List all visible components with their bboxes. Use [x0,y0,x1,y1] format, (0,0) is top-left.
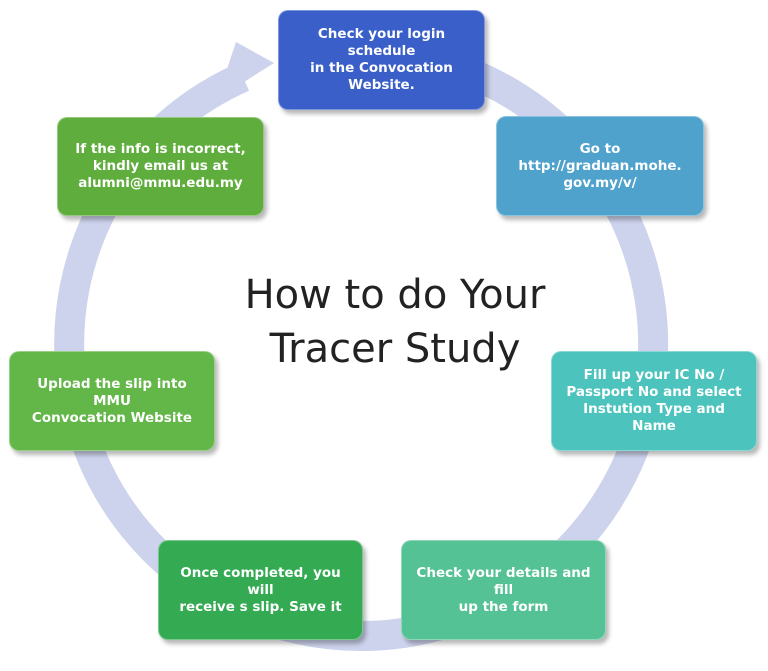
title-line-1: How to do Your [244,272,546,318]
step-1-text: Check your login schedule in the Convoca… [310,26,453,93]
step-4-box: Check your details and fill up the form [401,540,606,640]
title-line-2: Tracer Study [269,326,521,372]
step-6-box: Upload the slip into MMU Convocation Web… [9,351,215,451]
step-2-box: Go to http://graduan.mohe. gov.my/v/ [496,116,704,216]
step-6-text: Upload the slip into MMU Convocation Web… [31,375,193,426]
diagram-title: How to do Your Tracer Study [200,268,590,376]
step-7-text: If the info is incorrect, kindly email u… [75,141,246,191]
step-2-text: Go to http://graduan.mohe. gov.my/v/ [518,140,682,191]
cycle-arrow-head [217,42,274,99]
step-5-box: Once completed, you will receive s slip.… [158,540,363,640]
step-1-box: Check your login schedule in the Convoca… [278,10,485,110]
step-3-box: Fill up your IC No / Passport No and sel… [551,351,757,451]
step-5-text: Once completed, you will receive s slip.… [179,564,342,615]
step-3-text: Fill up your IC No / Passport No and sel… [566,367,742,434]
step-4-text: Check your details and fill up the form [416,564,591,615]
step-7-box: If the info is incorrect, kindly email u… [57,117,264,216]
